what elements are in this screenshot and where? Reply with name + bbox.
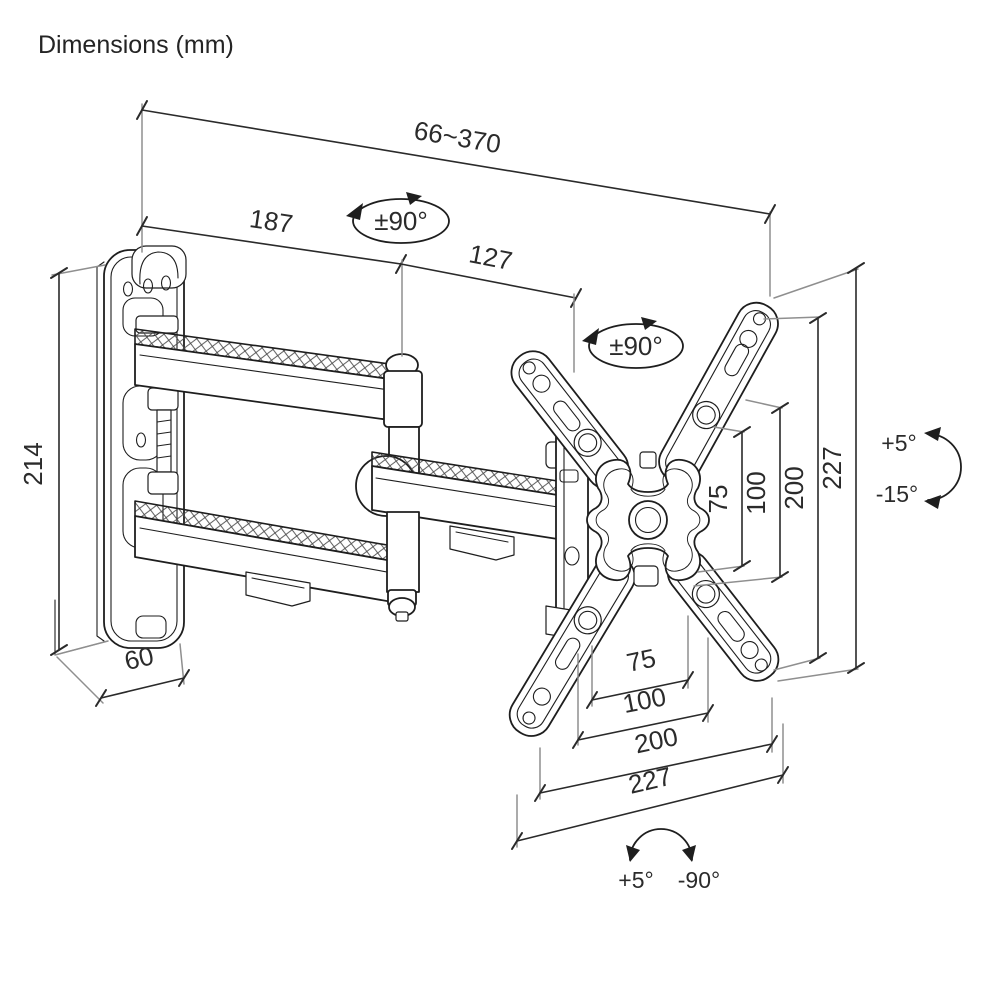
center-plate-tab-top [639,451,657,469]
swivel-rear-arrow-left [582,328,599,345]
dim-extension-range: 66~370 [136,100,776,297]
dim-vesa-vertical-227: 227 [773,262,865,682]
dim-extension-range-label: 66~370 [412,115,503,159]
upper-arm-edge-line [139,354,405,393]
dim-vesa-vertical-200-label: 200 [779,466,809,509]
swivel-front-arrow-left [346,203,363,220]
center-hole-outer [628,500,668,540]
angle-swivel-rear: ±90° [582,317,684,369]
angle-tilt-down-label: -15° [876,481,918,507]
mounting-hole-3 [160,275,172,291]
rotation-arrow-right [682,845,696,862]
hinge-bolt-assembly [135,315,179,495]
page-title: Dimensions (mm) [38,31,234,59]
middle-arm [371,451,565,622]
tilt-bracket-tab [559,469,579,483]
dim-rear-arm-label: 127 [467,238,515,276]
center-plate-inner-outline [595,468,701,572]
dim-vesa-vertical-100-label: 100 [741,471,771,514]
bracket-drawing [54,245,780,737]
dim-vesa-horizontal-75: 75 [586,615,694,709]
vesa-arm-top-left [510,350,630,490]
cable-clip-middle-line [455,531,509,543]
dim-vesa-horizontal-227-label: 227 [625,761,674,800]
dim-vesa-vertical-75: 75 [697,426,751,573]
center-hole-inner [634,506,662,534]
dim-vesa-vertical-200: 200 [763,312,827,671]
elbow-upper-block [383,370,423,428]
elbow-lower-link [386,511,420,593]
dim-plate-height-label: 214 [18,442,48,485]
rotation-arrow-left [626,845,640,862]
lower-arm [134,500,405,607]
cable-clip-lower-line [251,577,305,589]
dim-vesa-vertical-100: 100 [693,399,789,587]
vesa-center-plate [586,451,710,587]
cable-clip-middle [449,525,515,561]
lower-arm-edge-line [139,527,405,576]
cable-clip-lower [245,571,311,607]
tilt-arrow-up [924,427,941,441]
angle-rotation-down-label: -90° [678,867,720,893]
angle-rotation: +5° -90° [618,828,720,893]
wall-plate-top-hinge [131,245,187,289]
wall-plate-top-hinge-detail [139,251,179,285]
wall-plate-front [103,249,185,649]
plate-small-hole [135,432,147,448]
wall-plate-side-edge [96,261,105,642]
plate-bottom-hole [135,615,167,639]
vesa-arm-top-right [658,301,779,484]
hinge-nut-upper [147,387,179,411]
tilt-arrow-down [924,495,941,509]
dim-plate-height: 214 [18,264,109,656]
swivel-rear-arrow-right [641,317,657,330]
dim-front-arm-label: 187 [248,203,295,239]
dim-rear-arm: 127 [400,238,582,373]
hinge-nut-lower [147,471,179,495]
angle-swivel-rear-label: ±90° [609,331,663,361]
angle-tilt: +5° -15° [876,427,962,509]
swivel-front-arrow-right [406,192,422,205]
center-plate-tab-bottom [633,565,659,587]
tilt-pivot-bolt [564,546,580,566]
middle-arm-edge-line [375,477,565,509]
angle-rotation-up-label: +5° [618,867,653,893]
mounting-hole-1 [122,281,134,297]
mounting-hole-2 [142,278,154,294]
angle-tilt-up-label: +5° [881,430,916,456]
hinge-rod-threads [156,419,172,459]
hinge-rod [156,409,172,473]
angle-swivel-front-label: ±90° [374,206,428,236]
dim-vesa-vertical-227-label: 227 [817,446,847,489]
vesa-arm-bottom-right [666,550,780,682]
dim-plate-width: 60 [56,640,190,707]
dim-vesa-horizontal-100-label: 100 [620,681,668,719]
dim-vesa-horizontal-75-label: 75 [624,643,659,678]
angle-swivel-front: ±90° [346,192,450,244]
dim-plate-width-label: 60 [122,640,157,676]
lower-nut-tip [395,611,409,622]
dim-vesa-vertical-75-label: 75 [703,485,733,514]
